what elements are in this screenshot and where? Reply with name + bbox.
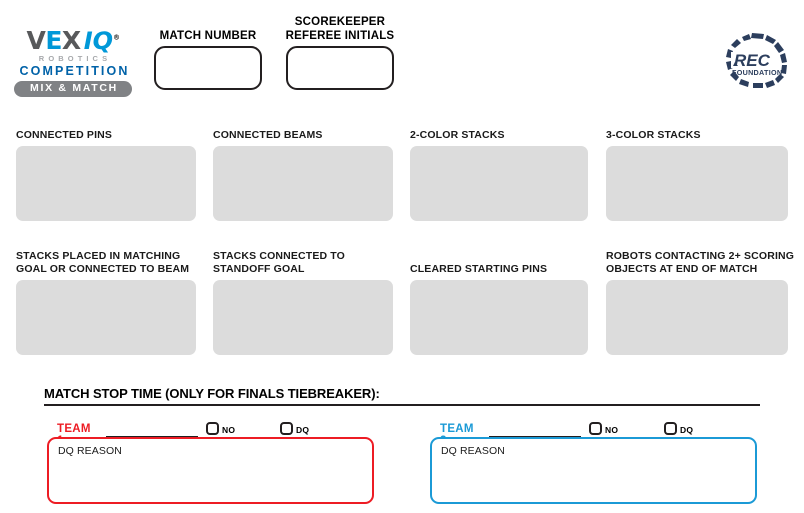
rec-foundation-text: FOUNDATION: [732, 68, 782, 77]
score-label-cleared-starting-pins: CLEARED STARTING PINS: [410, 263, 548, 275]
score-input-stacks-connected-standoff-goal[interactable]: [213, 280, 393, 355]
score-input-robots-contacting-scoring-objects[interactable]: [606, 280, 788, 355]
team-1-no-show-checkbox[interactable]: [206, 422, 219, 435]
scorekeeper-referee-initials-input[interactable]: [286, 46, 394, 90]
team-1-dq-reason-label: DQ REASON: [58, 445, 122, 457]
score-label-connected-beams: CONNECTED BEAMS: [213, 129, 323, 141]
team-1-number-input[interactable]: [106, 422, 198, 437]
vex-competition-text: COMPETITION: [19, 64, 130, 78]
team-2-dq-reason-label: DQ REASON: [441, 445, 505, 457]
match-stop-time-title: MATCH STOP TIME (ONLY FOR FINALS TIEBREA…: [44, 386, 380, 401]
score-input-connected-beams[interactable]: [213, 146, 393, 221]
score-input-stacks-placed-matching-goal[interactable]: [16, 280, 196, 355]
team-1-dq-label: DQ: [296, 425, 310, 435]
team-2-dq-checkbox[interactable]: [664, 422, 677, 435]
vex-letter-x: X: [61, 26, 81, 55]
scorekeeper-label-line1: SCOREKEEPER: [294, 16, 386, 28]
match-number-label: MATCH NUMBER: [159, 30, 257, 42]
rec-foundation-gear-icon: REC FOUNDATION: [726, 33, 787, 88]
match-number-input[interactable]: [154, 46, 262, 90]
score-label-robots-contacting-scoring-objects: ROBOTS CONTACTING 2+ SCORING OBJECTS AT …: [606, 250, 795, 275]
score-input-connected-pins[interactable]: [16, 146, 196, 221]
score-label-stacks-placed-matching-goal: STACKS PLACED IN MATCHING GOAL OR CONNEC…: [16, 250, 190, 275]
score-input-cleared-starting-pins[interactable]: [410, 280, 588, 355]
score-input-3-color-stacks[interactable]: [606, 146, 788, 221]
score-label-stacks-connected-standoff-goal: STACKS CONNECTED TO STANDOFF GOAL: [213, 250, 345, 275]
score-input-2-color-stacks[interactable]: [410, 146, 588, 221]
score-label-3-color-stacks: 3-COLOR STACKS: [606, 129, 701, 141]
trademark-icon: ®: [113, 33, 120, 42]
scorekeeper-label-line2: REFEREE INITIALS: [285, 30, 395, 42]
score-label-connected-pins: CONNECTED PINS: [16, 129, 113, 141]
vex-letter-v: V: [26, 26, 46, 55]
team-2-no-show-checkbox[interactable]: [589, 422, 602, 435]
team-2-number-input[interactable]: [489, 422, 581, 437]
team-2-dq-reason-input[interactable]: DQ REASON: [430, 437, 757, 504]
rec-foundation-logo: REC FOUNDATION: [722, 30, 794, 88]
team-1-dq-checkbox[interactable]: [280, 422, 293, 435]
vex-mix-and-match-badge: MIX & MATCH: [14, 81, 132, 97]
match-stop-time-section: MATCH STOP TIME (ONLY FOR FINALS TIEBREA…: [44, 386, 760, 406]
match-stop-time-divider: [44, 404, 760, 406]
team-1-dq-reason-input[interactable]: DQ REASON: [47, 437, 374, 504]
score-label-2-color-stacks: 2-COLOR STACKS: [410, 129, 505, 141]
team-2-dq-label: DQ: [680, 425, 694, 435]
vex-letter-e: E: [45, 26, 62, 55]
vex-robotics-text: ROBOTICS: [38, 54, 112, 63]
rec-logo-text: REC: [734, 51, 771, 70]
vex-letters-iq: IQ: [83, 27, 114, 55]
